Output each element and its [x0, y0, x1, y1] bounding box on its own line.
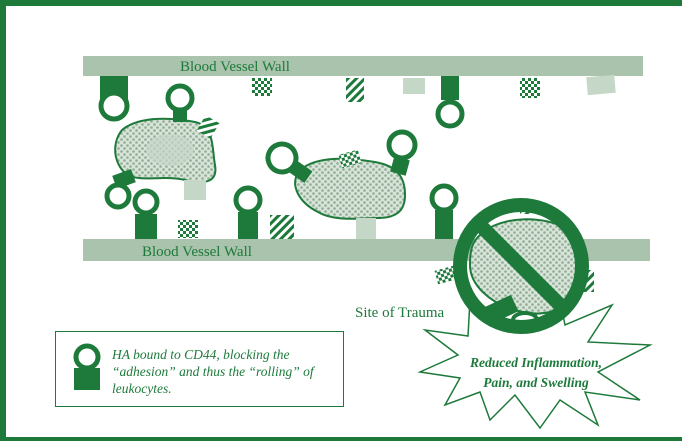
adhesion-molecule-icon: [184, 180, 206, 200]
cd44-receptor-icon: [389, 132, 415, 176]
cd44-receptor-icon: [168, 86, 192, 122]
adhesion-molecule-icon: [520, 78, 540, 98]
adhesion-molecule-icon: [252, 78, 272, 96]
adhesion-molecule-icon: [178, 220, 198, 238]
cd44-receptor-icon: [107, 169, 136, 207]
adhesion-molecule-icon: [346, 78, 364, 102]
adhesion-molecule-icon: [356, 218, 376, 239]
top-vessel-wall: [83, 56, 643, 76]
bottom-wall-label: Blood Vessel Wall: [142, 245, 252, 260]
cd44-receptor-icon: [135, 191, 157, 239]
top-wall-label: Blood Vessel Wall: [180, 60, 290, 75]
cd44-receptor-icon: [432, 186, 456, 239]
cd44-receptor-icon: [236, 188, 260, 239]
top-adhesion-molecules: [252, 75, 616, 102]
adhesion-molecule-icon: [403, 78, 425, 94]
cd44-receptor-icon: [438, 76, 462, 126]
cd44-receptor-icon: [100, 76, 128, 119]
leukocyte-icon: [295, 159, 405, 219]
prohibition-icon: [435, 200, 594, 327]
cd44-receptor-icon: [264, 140, 312, 183]
legend-text: HA bound to CD44, blocking the “adhesion…: [112, 346, 347, 397]
adhesion-molecule-icon: [270, 215, 294, 239]
result-text: Reduced Inflammation, Pain, and Swelling: [458, 353, 614, 393]
trauma-site-label: Site of Trauma: [355, 305, 444, 322]
adhesion-molecule-icon: [586, 75, 615, 95]
